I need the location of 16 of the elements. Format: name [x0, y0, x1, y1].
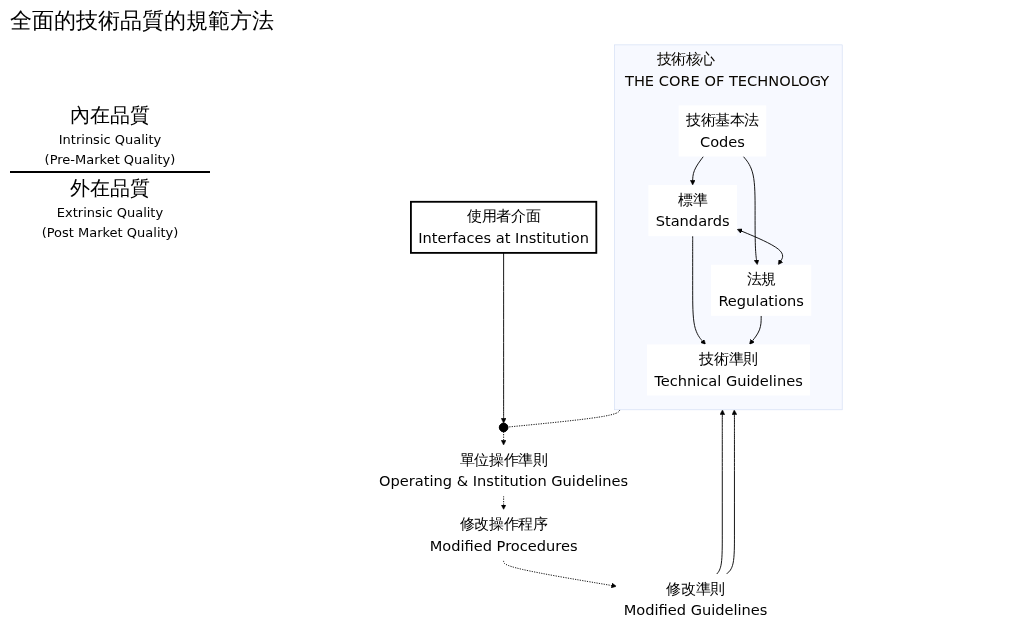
node-text: 修改準則 Modified Guidelines [623, 580, 768, 620]
connector [507, 409, 621, 428]
quality-label: (Post Market Quality) [40, 223, 180, 242]
node-box: 標準 Standards [648, 185, 737, 237]
node-box: 技術準則 Technical Guidelines [647, 344, 811, 396]
quality-label: 內在品質 [69, 102, 151, 129]
title: 全面的技術品質的規範方法 [10, 7, 275, 35]
quality-label: Extrinsic Quality [55, 204, 165, 222]
node-box: 法規 Regulations [711, 264, 812, 316]
node-box: 使用者介面 Interfaces at Institution [410, 200, 598, 254]
quality-label: 外在品質 [69, 175, 151, 202]
node-box: 技術基本法 Codes [678, 105, 767, 157]
quality-label: (Pre-Market Quality) [10, 149, 210, 173]
quality-label: Intrinsic Quality [57, 131, 163, 149]
node-text: 單位操作準則 Operating & Institution Guidelines [379, 451, 629, 491]
node-text: 修改操作程序 Modified Procedures [429, 515, 578, 555]
